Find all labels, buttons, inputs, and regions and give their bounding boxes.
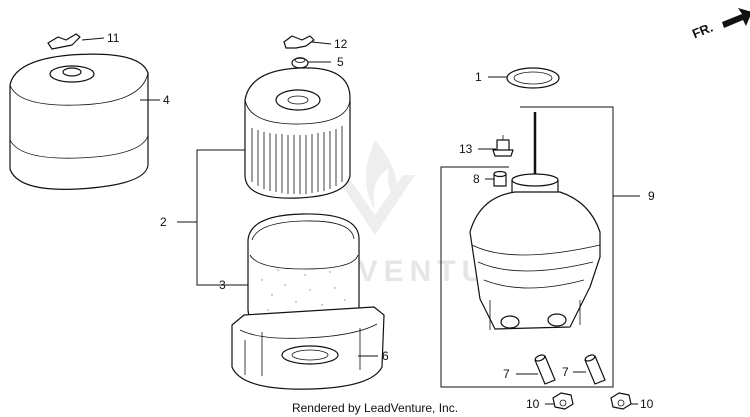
- pipe-left: [534, 354, 556, 385]
- wing-nut: [47, 33, 81, 50]
- air-cleaner-elbow: [469, 112, 601, 330]
- filter-pleats: [251, 126, 343, 194]
- callout-5: 5: [337, 55, 344, 69]
- front-direction-label: FR.: [690, 20, 715, 42]
- callout-11: 11: [107, 31, 120, 45]
- arrow-icon: [722, 8, 750, 28]
- callout-12: 12: [334, 37, 348, 51]
- pipe-right: [584, 354, 606, 385]
- callout-9: 9: [648, 189, 655, 203]
- collar: [493, 170, 507, 187]
- front-direction-arrow: FR.: [690, 8, 750, 41]
- callout-6: 6: [382, 349, 389, 363]
- callout-10-left: 10: [526, 397, 540, 411]
- grommet: [291, 57, 309, 69]
- foam-element: [247, 213, 360, 331]
- callout-4: 4: [163, 93, 170, 107]
- callout-7-left: 7: [503, 367, 510, 381]
- callouts: 11 4 12 5 2 3 6 1 13 8 9 7 7 10 10: [107, 31, 655, 411]
- callout-10-right: 10: [640, 397, 654, 411]
- wing-nut-top: [283, 35, 315, 49]
- paper-filter-element: [244, 67, 351, 199]
- callout-8: 8: [473, 172, 480, 186]
- air-cleaner-cover: [9, 53, 149, 190]
- flange-bolt: [492, 135, 514, 157]
- callout-13: 13: [459, 142, 473, 156]
- leader-lines: [81, 37, 640, 405]
- callout-2: 2: [160, 215, 167, 229]
- air-cleaner-case: [231, 306, 385, 390]
- callout-7-right: 7: [562, 365, 569, 379]
- footer-credit: Rendered by LeadVenture, Inc.: [291, 401, 459, 415]
- callout-3: 3: [219, 278, 226, 292]
- gasket: [506, 67, 560, 89]
- flange-nut-left: [552, 392, 574, 410]
- callout-1: 1: [475, 70, 482, 84]
